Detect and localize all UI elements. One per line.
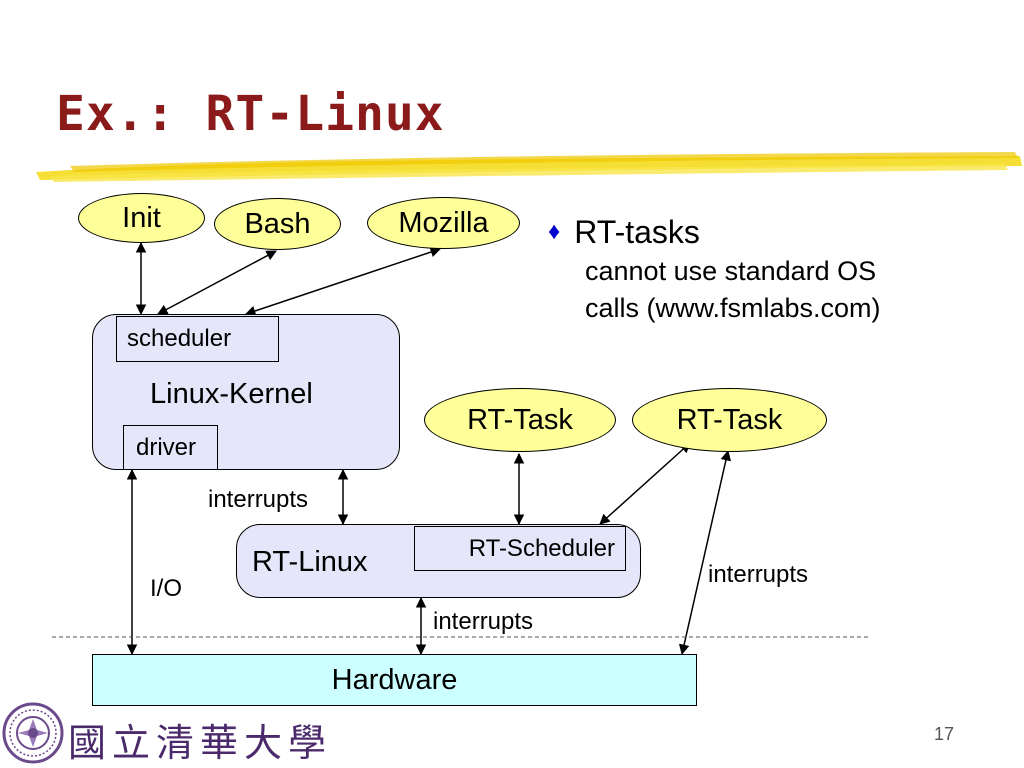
- bullet-heading: RT-tasks: [574, 214, 700, 250]
- slide-title: Ex.: RT-Linux: [56, 86, 445, 142]
- linux-kernel-label: Linux-Kernel: [150, 378, 313, 410]
- bullet-rt-tasks: ♦ RT-tasks: [548, 214, 700, 251]
- process-init: Init: [78, 193, 205, 243]
- arrow-rttask2-rtscheduler: [599, 442, 691, 525]
- arrow-mozilla-kernel: [245, 247, 441, 316]
- diamond-bullet-icon: ♦: [548, 218, 561, 245]
- kernel-driver-box: driver: [123, 425, 218, 470]
- process-mozilla: Mozilla: [367, 197, 520, 249]
- page-number: 17: [934, 724, 955, 744]
- hardware-box: Hardware: [92, 654, 697, 706]
- rt-scheduler-box: RT-Scheduler: [414, 526, 626, 571]
- bullet-line-1: cannot use standard OS: [585, 256, 877, 286]
- label-interrupts-hardware: interrupts: [433, 608, 534, 635]
- bullet-line-2: calls (www.fsmlabs.com): [585, 293, 881, 323]
- arrow-rttask2-hardware: [678, 449, 732, 656]
- rt-linux-label: RT-Linux: [252, 546, 368, 578]
- process-bash: Bash: [214, 198, 341, 250]
- label-io: I/O: [150, 575, 183, 602]
- rt-task-1: RT-Task: [424, 388, 616, 452]
- label-interrupts-kernel: interrupts: [208, 486, 309, 513]
- label-interrupts-right: interrupts: [708, 561, 809, 588]
- university-name: 國立清華大學: [68, 721, 333, 765]
- title-underline-brush: [36, 152, 1022, 182]
- rt-task-2: RT-Task: [632, 388, 827, 452]
- university-seal-icon: [2, 702, 64, 764]
- kernel-scheduler-box: scheduler: [116, 316, 279, 362]
- arrow-bash-scheduler: [157, 250, 277, 315]
